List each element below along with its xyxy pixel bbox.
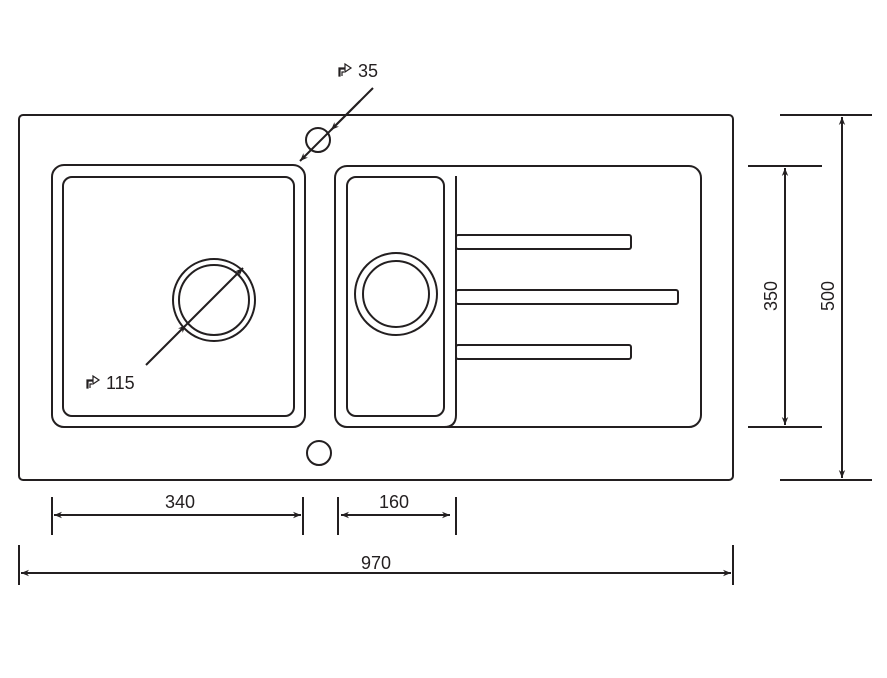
overflow-hole xyxy=(306,440,332,466)
main-waste-outer xyxy=(172,258,256,342)
tap-hole-arrow xyxy=(330,100,361,131)
drainer-groove xyxy=(455,344,632,360)
main-waste-inner xyxy=(178,264,250,336)
tap-hole-diameter-label: 35 xyxy=(358,61,378,81)
diameter-icon xyxy=(338,63,352,77)
waste-diameter-label: 115 xyxy=(106,373,135,393)
drainer-groove xyxy=(455,234,632,250)
small-waste-inner xyxy=(362,260,430,328)
small-bowl-inner xyxy=(346,176,445,417)
tap-hole xyxy=(305,127,331,153)
main-bowl-inner xyxy=(62,176,295,417)
total-width-label: 970 xyxy=(361,553,391,573)
small-bowl-width-label: 160 xyxy=(379,492,409,512)
drainer-groove xyxy=(455,289,679,305)
small-bowl-outer xyxy=(443,176,457,428)
drainer-outline xyxy=(334,165,702,428)
small-waste-outer xyxy=(354,252,438,336)
sink-outline xyxy=(18,114,734,481)
waste-leader-top xyxy=(185,267,244,326)
waste-leader xyxy=(145,324,187,366)
total-depth-label: 500 xyxy=(818,281,838,311)
diameter-icon xyxy=(86,375,100,389)
bowl-width-label: 340 xyxy=(165,492,195,512)
main-bowl-outer xyxy=(51,164,306,428)
bowl-depth-label: 350 xyxy=(761,281,781,311)
